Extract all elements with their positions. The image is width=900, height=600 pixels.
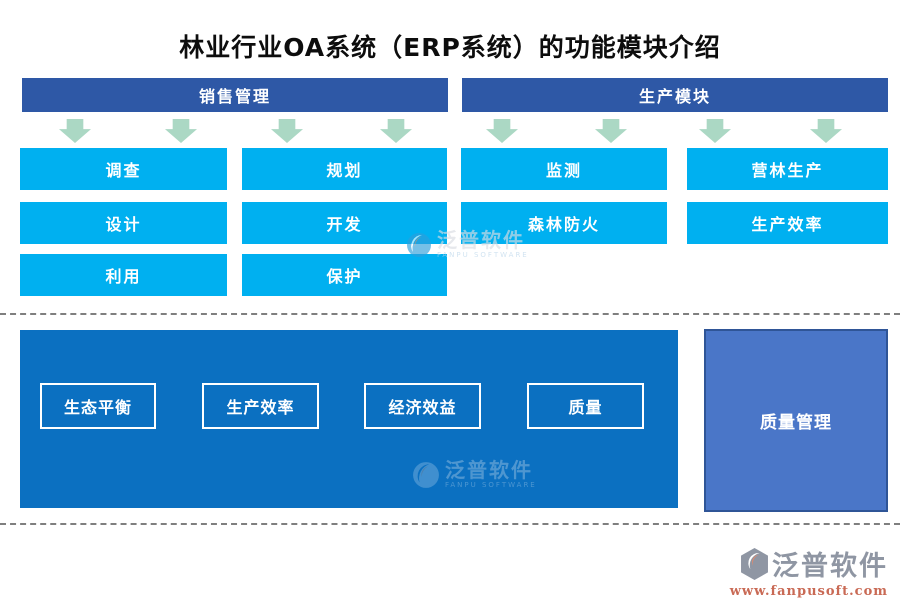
arrow-down-icon xyxy=(595,119,627,143)
header-production-module: 生产模块 xyxy=(462,78,888,112)
module-node-silviculture: 营林生产 xyxy=(687,148,888,190)
benefits-panel: 生态平衡 生产效率 经济效益 质量 xyxy=(20,330,678,508)
dashed-divider-top xyxy=(0,313,900,315)
module-node-forest-fire-control: 森林防火 xyxy=(461,202,667,244)
quality-management-box: 质量管理 xyxy=(704,329,888,512)
benefit-quality: 质量 xyxy=(527,383,644,429)
arrow-down-icon xyxy=(810,119,842,143)
watermark-subtitle: FANPU SOFTWARE xyxy=(437,251,529,259)
benefit-economic-benefit: 经济效益 xyxy=(364,383,481,429)
dashed-divider-bottom xyxy=(0,523,900,525)
arrow-down-icon xyxy=(165,119,197,143)
arrow-down-icon xyxy=(271,119,303,143)
module-node-planning: 规划 xyxy=(242,148,447,190)
benefit-production-efficiency: 生产效率 xyxy=(202,383,319,429)
arrow-down-icon xyxy=(59,119,91,143)
arrow-down-icon xyxy=(486,119,518,143)
module-node-monitoring: 监测 xyxy=(461,148,667,190)
benefit-ecological-balance: 生态平衡 xyxy=(40,383,156,429)
module-node-survey: 调查 xyxy=(20,148,227,190)
module-node-utilization: 利用 xyxy=(20,254,227,296)
module-node-protection: 保护 xyxy=(242,254,447,296)
page-title: 林业行业OA系统（ERP系统）的功能模块介绍 xyxy=(179,33,721,62)
arrow-down-icon xyxy=(699,119,731,143)
footer-brand-text: 泛普软件 xyxy=(772,551,888,582)
module-node-production-efficiency: 生产效率 xyxy=(687,202,888,244)
module-node-design: 设计 xyxy=(20,202,227,244)
module-node-development: 开发 xyxy=(242,202,447,244)
arrow-down-icon xyxy=(380,119,412,143)
footer-url-text: www.fanpusoft.com xyxy=(729,584,888,599)
header-sales-management: 销售管理 xyxy=(22,78,448,112)
footer-logo: 泛普软件 www.fanpusoft.com xyxy=(730,544,888,599)
fanpu-footer-logo-icon xyxy=(741,547,768,580)
